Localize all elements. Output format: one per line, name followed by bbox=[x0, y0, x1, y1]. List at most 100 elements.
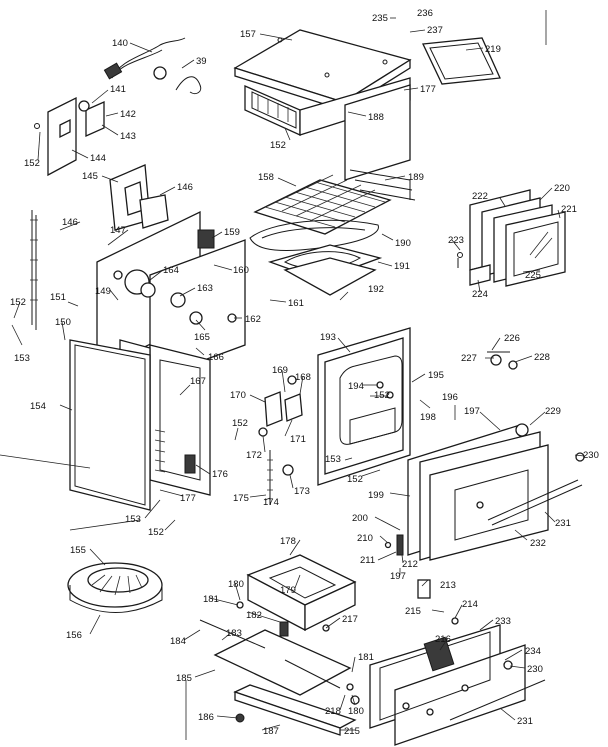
drawer-front bbox=[369, 579, 546, 746]
callout-145: 145 bbox=[82, 171, 98, 182]
callout-154: 154 bbox=[30, 401, 46, 412]
callout-162: 162 bbox=[245, 314, 261, 325]
callout-158: 158 bbox=[258, 172, 274, 183]
callout-181: 181 bbox=[358, 652, 374, 663]
callout-183: 183 bbox=[226, 628, 242, 639]
terminal-bracket bbox=[34, 96, 105, 177]
callout-157: 157 bbox=[240, 29, 256, 40]
callout-194: 194 bbox=[348, 381, 364, 392]
callout-155: 155 bbox=[70, 545, 86, 556]
callout-156: 156 bbox=[66, 630, 82, 641]
callout-191: 191 bbox=[394, 261, 410, 272]
callout-152: 152 bbox=[148, 527, 164, 538]
callout-175: 175 bbox=[233, 493, 249, 504]
oven-liner bbox=[317, 327, 411, 486]
door-latch bbox=[384, 534, 404, 556]
door-hinge-assembly bbox=[258, 375, 303, 505]
callout-172: 172 bbox=[246, 450, 262, 461]
callout-160: 160 bbox=[233, 265, 249, 276]
callout-192: 192 bbox=[368, 284, 384, 295]
oven-rack bbox=[253, 174, 392, 235]
callout-140: 140 bbox=[112, 38, 128, 49]
power-cord bbox=[103, 37, 202, 95]
callout-228: 228 bbox=[534, 352, 550, 363]
callout-218: 218 bbox=[325, 706, 341, 717]
callout-168: 168 bbox=[295, 372, 311, 383]
callout-197: 197 bbox=[390, 571, 406, 582]
callout-221: 221 bbox=[561, 204, 577, 215]
callout-labels: 140 39 141 142 143 152 144 157 235 236 2… bbox=[10, 8, 599, 737]
callout-171: 171 bbox=[290, 434, 306, 445]
callout-177: 177 bbox=[180, 493, 196, 504]
callout-212: 212 bbox=[402, 559, 418, 570]
callout-170: 170 bbox=[230, 390, 246, 401]
callout-189: 189 bbox=[408, 172, 424, 183]
callout-216: 216 bbox=[435, 634, 451, 645]
callout-237: 237 bbox=[427, 25, 443, 36]
callout-167: 167 bbox=[190, 376, 206, 387]
callout-193: 193 bbox=[320, 332, 336, 343]
callout-197: 197 bbox=[464, 406, 480, 417]
callout-195: 195 bbox=[428, 370, 444, 381]
callout-166: 166 bbox=[208, 352, 224, 363]
callout-227: 227 bbox=[461, 353, 477, 364]
callout-217: 217 bbox=[342, 614, 358, 625]
callout-176: 176 bbox=[212, 469, 228, 480]
callout-184: 184 bbox=[170, 636, 186, 647]
callout-223: 223 bbox=[448, 235, 464, 246]
callout-220: 220 bbox=[554, 183, 570, 194]
oven-door bbox=[407, 423, 585, 561]
callout-165: 165 bbox=[194, 332, 210, 343]
callout-141: 141 bbox=[110, 84, 126, 95]
callout-181: 181 bbox=[203, 594, 219, 605]
callout-200: 200 bbox=[352, 513, 368, 524]
side-rail bbox=[30, 210, 38, 330]
callout-180: 180 bbox=[228, 579, 244, 590]
callout-235: 235 bbox=[372, 13, 388, 24]
callout-222: 222 bbox=[472, 191, 488, 202]
left-side-panel bbox=[69, 339, 151, 511]
callout-146: 146 bbox=[62, 217, 78, 228]
callout-163: 163 bbox=[197, 283, 213, 294]
callout-180: 180 bbox=[348, 706, 364, 717]
callout-215: 215 bbox=[405, 606, 421, 617]
callout-174: 174 bbox=[263, 497, 279, 508]
callout-230: 230 bbox=[583, 450, 599, 461]
callout-236: 236 bbox=[417, 8, 433, 19]
bake-element bbox=[267, 244, 383, 296]
callout-199: 199 bbox=[368, 490, 384, 501]
callout-224: 224 bbox=[472, 289, 488, 300]
oven-top-frame bbox=[244, 77, 411, 181]
callout-185: 185 bbox=[176, 673, 192, 684]
callout-173: 173 bbox=[294, 486, 310, 497]
callout-150: 150 bbox=[55, 317, 71, 328]
callout-152: 152 bbox=[347, 474, 363, 485]
callout-230: 230 bbox=[527, 664, 543, 675]
callout-198: 198 bbox=[420, 412, 436, 423]
callout-161: 161 bbox=[288, 298, 304, 309]
callout-151: 151 bbox=[50, 292, 66, 303]
callout-177: 177 bbox=[420, 84, 436, 95]
callout-215: 215 bbox=[344, 726, 360, 737]
callout-164: 164 bbox=[163, 265, 179, 276]
callout-159: 159 bbox=[224, 227, 240, 238]
callout-142: 142 bbox=[120, 109, 136, 120]
callout-143: 143 bbox=[120, 131, 136, 142]
callout-182: 182 bbox=[246, 610, 262, 621]
callout-152: 152 bbox=[270, 140, 286, 151]
leader-lines bbox=[0, 10, 585, 740]
drip-bowl bbox=[67, 562, 163, 613]
callout-144: 144 bbox=[90, 153, 106, 164]
callout-169: 169 bbox=[272, 365, 288, 376]
kick-panel bbox=[233, 684, 357, 736]
callout-153: 153 bbox=[325, 454, 341, 465]
callout-231: 231 bbox=[517, 716, 533, 727]
callout-233: 233 bbox=[495, 616, 511, 627]
door-window-pack bbox=[457, 189, 566, 287]
callout-146: 146 bbox=[177, 182, 193, 193]
side-bracket bbox=[109, 164, 169, 231]
callout-210: 210 bbox=[357, 533, 373, 544]
callout-190: 190 bbox=[395, 238, 411, 249]
callout-39: 39 bbox=[196, 56, 207, 67]
